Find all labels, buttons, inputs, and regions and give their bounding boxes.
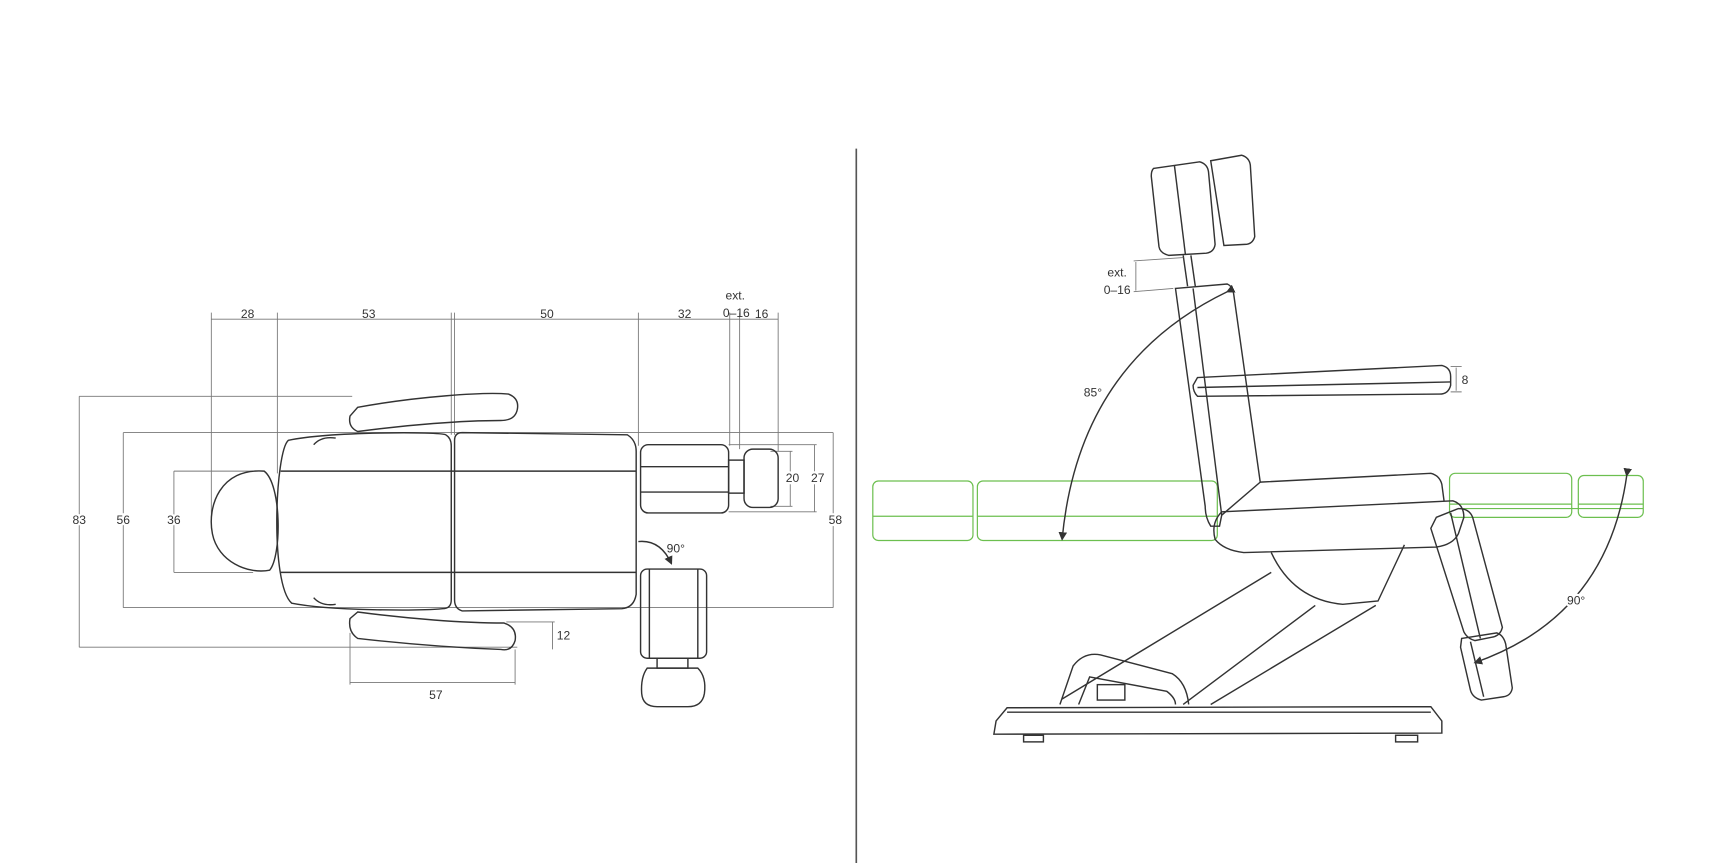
armrest-upper [348,392,519,433]
backrest-top [276,432,452,611]
angle-90-arc [1473,467,1632,665]
dim-overall-width: 83 [73,513,87,527]
legrest-top [639,443,730,514]
top-dimension-lines [78,312,834,685]
dim-ext-label: ext. [725,288,745,302]
armrest-lower [348,611,517,651]
seat-bowl [1270,544,1406,606]
side-view: ext. 0–16 8 85° 90° [872,154,1644,743]
dim-seat-length: 50 [540,307,554,321]
dim-legrest-rotation: 90° [667,542,685,556]
armrest-side [1192,364,1452,397]
dim-side-ext-label: ext. [1107,265,1127,279]
dim-backrest-angle: 85° [1084,385,1102,399]
dim-headrest-width: 36 [167,513,181,527]
footrest-side [1459,632,1514,701]
dim-legrest-angle: 90° [1567,593,1585,607]
headrest-side [1150,161,1216,257]
dim-legrest-width: 27 [811,471,825,485]
dim-extension: 0–16 [723,306,750,320]
dim-backrest-length: 53 [362,307,376,321]
dim-footrest-length: 16 [755,307,769,321]
dim-armrest-length: 57 [429,688,443,702]
footrest-rotated [640,667,706,708]
base-side [993,705,1443,735]
dim-total-width: 58 [829,513,843,527]
dim-armrest-height: 8 [1462,373,1469,387]
seat-side [1213,500,1465,554]
dim-legrest-length: 32 [678,307,692,321]
dim-armrest-width: 12 [557,629,571,643]
footrest-top [743,448,779,509]
legrest-rotated [639,568,708,659]
legrest-side [1430,507,1504,642]
dim-headrest-extension: 0–16 [1104,283,1131,297]
dim-footrest-width: 20 [786,471,800,485]
angle-85-arc [1058,284,1236,541]
dim-backrest-width: 56 [117,513,131,527]
top-view: 28 53 50 32 ext. 0–16 16 83 56 36 58 27 … [70,288,845,708]
headrest-top [210,470,279,572]
seat-top [453,431,637,612]
dim-headrest-length: 28 [241,307,255,321]
